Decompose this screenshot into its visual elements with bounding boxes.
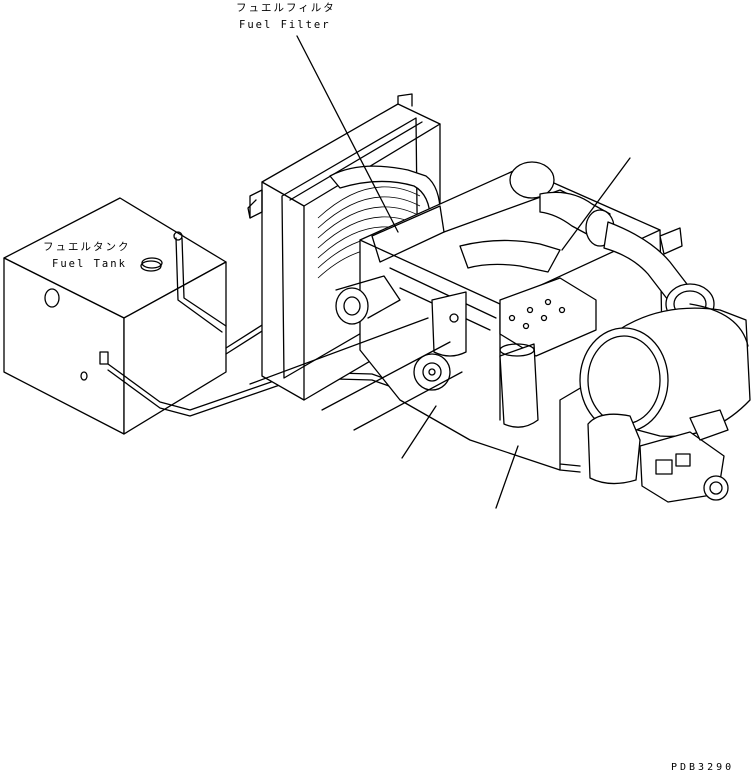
water-pump bbox=[335, 275, 401, 325]
fuel-tank bbox=[3, 197, 227, 435]
fuel-tank-label-ja: フュエルタンク bbox=[43, 241, 131, 253]
air-cleaner bbox=[579, 303, 751, 438]
engine-block bbox=[359, 167, 663, 471]
fuel-filter-label-en: Fuel Filter bbox=[239, 19, 331, 31]
fuel-filter-label-ja: フュエルフィルタ bbox=[236, 2, 336, 14]
leader-lines bbox=[249, 35, 631, 509]
fuel-tank-label-en: Fuel Tank bbox=[52, 258, 127, 270]
drawing-code: PDB3290 bbox=[671, 762, 735, 773]
fuel-filter bbox=[431, 291, 539, 428]
hydraulic-pump bbox=[587, 409, 729, 503]
alternator bbox=[413, 353, 451, 391]
